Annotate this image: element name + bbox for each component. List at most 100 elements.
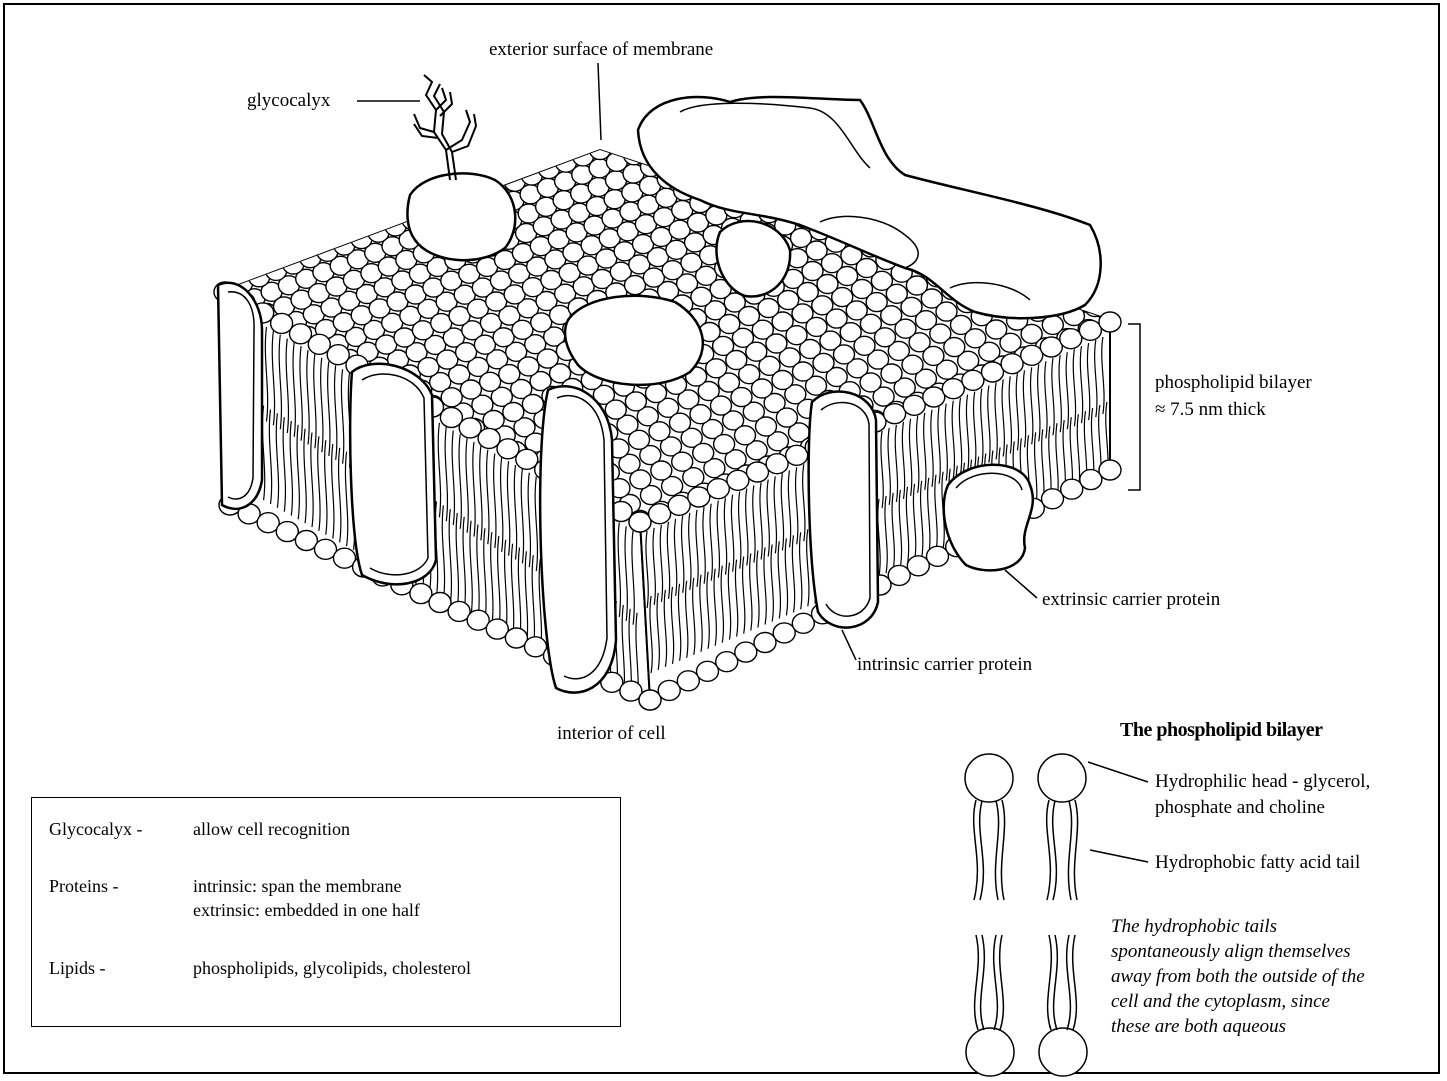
lipid-head — [493, 328, 514, 347]
lipid-head — [300, 249, 321, 268]
lipid-head — [249, 268, 270, 287]
lipid-head — [474, 335, 495, 354]
lipid-head — [672, 452, 693, 471]
lipid-head — [923, 346, 944, 365]
lipid-head — [662, 261, 683, 280]
lipid-head — [754, 633, 776, 653]
intrinsic-leader — [842, 630, 856, 660]
lipid-head — [497, 439, 519, 459]
lipid-head — [854, 336, 875, 355]
lipid-head — [766, 334, 787, 353]
lipid-head — [895, 319, 916, 338]
bilayer-thickness-label: ≈ 7.5 nm thick — [1155, 398, 1266, 422]
key-term: Proteins - — [49, 875, 119, 898]
lipid-head — [766, 454, 788, 474]
lipid-head — [516, 449, 538, 469]
lipid-head — [837, 267, 858, 286]
lipid-head — [806, 317, 827, 336]
lipid-head — [605, 400, 626, 419]
lipid-head — [693, 443, 714, 462]
lipid-head — [735, 426, 756, 445]
lipid-head — [746, 342, 767, 361]
lipid-head — [758, 299, 779, 318]
phospholipid-molecule — [1038, 754, 1086, 900]
lipid-head — [735, 642, 757, 662]
lipid-head — [651, 461, 672, 480]
lipid-head — [418, 358, 439, 377]
lipid-head — [478, 428, 500, 448]
key-box: Glycocalyx - allow cell recognition Prot… — [31, 797, 621, 1027]
lipid-head — [778, 291, 799, 310]
phospholipid-molecule — [965, 754, 1013, 900]
lipid-head — [888, 565, 910, 585]
extrinsic-carrier-protein — [944, 465, 1033, 571]
lipid-head — [884, 404, 906, 424]
lipid-head — [942, 379, 964, 399]
bilayer-label: phospholipid bilayer — [1155, 371, 1312, 395]
lipid-head — [1080, 470, 1102, 490]
lipid-head — [480, 372, 501, 391]
lipid-head — [923, 387, 945, 407]
surface-protein-center — [565, 296, 703, 385]
lipid-head — [658, 680, 680, 700]
lipid-head — [1042, 489, 1064, 509]
lipid-head — [719, 315, 740, 334]
lipid-head — [629, 512, 651, 532]
lipid-head — [786, 326, 807, 345]
key-desc: allow cell recognition — [193, 818, 350, 841]
lipid-head — [512, 320, 533, 339]
lipid-head — [1001, 354, 1023, 374]
lipid-head — [351, 230, 372, 249]
hydrophilic-head — [965, 754, 1013, 802]
lipid-head — [437, 350, 458, 369]
lipid-head — [826, 309, 847, 328]
key-desc: phospholipids, glycolipids, cholesterol — [193, 957, 471, 980]
key-term: Lipids - — [49, 957, 106, 980]
interior-cell-label: interior of cell — [557, 722, 666, 746]
lipid-head — [643, 268, 664, 287]
lipid-head — [649, 422, 670, 441]
lipid-head — [639, 690, 661, 710]
lipid-head — [290, 324, 312, 344]
lipid-head — [681, 253, 702, 272]
phospholipid-molecule — [1039, 935, 1087, 1076]
lipid-head — [886, 284, 907, 303]
hydrophobic-tail-label: Hydrophobic fatty acid tail — [1155, 851, 1360, 875]
phospholipid-molecules — [965, 754, 1087, 1076]
lipid-head — [670, 413, 691, 432]
surface-protein-right — [716, 221, 790, 297]
lipid-head — [907, 556, 929, 576]
glycoprotein — [407, 173, 515, 260]
lipid-head — [731, 388, 752, 407]
lipid-head — [308, 334, 330, 354]
intrinsic-carrier-protein — [809, 392, 878, 628]
lipid-head — [691, 287, 712, 306]
lipid-head — [875, 328, 896, 347]
lipid-head — [456, 343, 477, 362]
lipid-head — [846, 301, 867, 320]
lipid-head — [772, 371, 793, 390]
head-leader — [1088, 762, 1148, 782]
lipid-head — [982, 362, 1004, 382]
lipid-head — [856, 259, 877, 278]
lipid-head — [806, 241, 827, 260]
lipid-head — [531, 313, 552, 332]
lipid-head — [711, 396, 732, 415]
lipid-head — [714, 435, 735, 454]
lipid-head — [773, 623, 795, 643]
lipid-head — [538, 160, 559, 179]
lipid-head — [518, 357, 539, 376]
lipid-head — [1079, 320, 1101, 340]
lipid-head — [1040, 337, 1062, 357]
lipid-head — [646, 384, 667, 403]
lipid-head — [1061, 479, 1083, 499]
lipid-head — [936, 302, 957, 321]
lipid-head — [1021, 345, 1043, 365]
lipid-head — [697, 661, 719, 681]
lipid-head — [271, 313, 293, 333]
lipid-head — [625, 276, 646, 295]
lipid-head — [716, 652, 738, 672]
lipid-head — [793, 362, 814, 381]
lipid-head — [327, 345, 349, 365]
lipid-head — [817, 275, 838, 294]
